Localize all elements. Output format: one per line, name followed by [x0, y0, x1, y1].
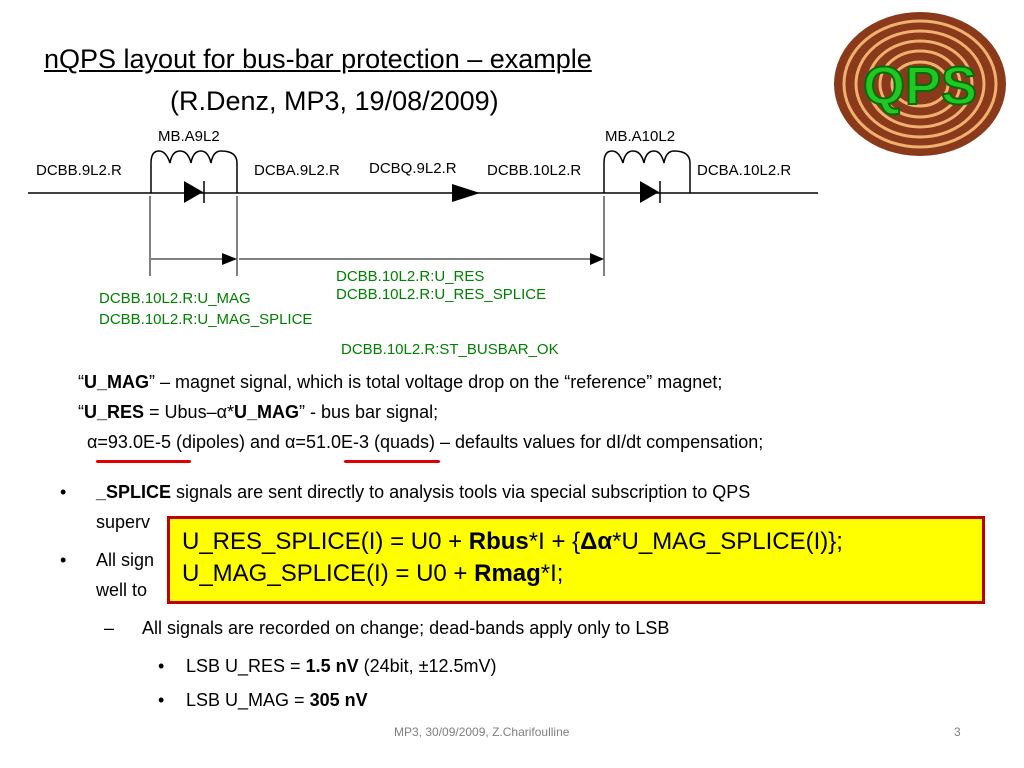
- lsb-u-mag: LSB U_MAG = 305 nV: [186, 690, 368, 710]
- signal-u-mag-splice: DCBB.10L2.R:U_MAG_SPLICE: [99, 311, 312, 328]
- busbar-diagram: MB.A9L2 MB.A10L2 DCBB.9L2.R DCBA.9L2.R D…: [28, 128, 818, 358]
- signal-u-res-splice: DCBB.10L2.R:U_RES_SPLICE: [336, 286, 546, 303]
- bullet-text: well to: [96, 580, 148, 600]
- node-label: DCBQ.9L2.R: [369, 160, 457, 177]
- node-label: DCBB.9L2.R: [36, 162, 122, 179]
- definition-alpha: α=93.0E-5 (dipoles) and α=51.0E-3 (quads…: [87, 432, 764, 452]
- slide-subtitle: (R.Denz, MP3, 19/08/2009): [170, 86, 499, 116]
- magnet-right-label: MB.A10L2: [605, 128, 675, 145]
- formula-u-res-splice: U_RES_SPLICE(I) = U0 + Rbus*I + {Δα*U_MA…: [182, 528, 843, 555]
- diode-left-icon: [184, 181, 203, 203]
- magnet-left-coil: [150, 150, 238, 193]
- qps-logo: QPS: [826, 6, 1014, 158]
- slide-footer: MP3, 30/09/2009, Z.Charifoulline: [394, 725, 570, 739]
- lsb-u-res: LSB U_RES = 1.5 nV (24bit, ±12.5mV): [186, 656, 497, 676]
- diode-right-icon: [640, 181, 659, 203]
- bullet-dot: •: [60, 482, 67, 502]
- magnet-right-coil: [603, 150, 691, 193]
- highlight-underline: [344, 460, 440, 463]
- sub-sub-bullet-dot: •: [158, 690, 165, 710]
- slide-title: nQPS layout for bus-bar protection – exa…: [44, 44, 592, 74]
- sub-bullet-dash: –: [104, 618, 115, 638]
- signal-u-res: DCBB.10L2.R:U_RES: [336, 268, 484, 285]
- node-label: DCBB.10L2.R: [487, 162, 581, 179]
- formula-u-mag-splice: U_MAG_SPLICE(I) = U0 + Rmag*I;: [182, 560, 564, 587]
- logo-text: QPS: [863, 56, 977, 116]
- definition-u-mag: “U_MAG” – magnet signal, which is total …: [78, 372, 723, 392]
- signal-st-busbar-ok: DCBB.10L2.R:ST_BUSBAR_OK: [341, 341, 559, 358]
- sub-bullet-text: All signals are recorded on change; dead…: [142, 618, 670, 638]
- bullet-text: _SPLICE signals are sent directly to ana…: [96, 482, 751, 502]
- bullet-text: All sign: [96, 550, 155, 570]
- highlight-underline: [96, 460, 191, 463]
- node-label: DCBA.9L2.R: [254, 162, 340, 179]
- node-label: DCBA.10L2.R: [697, 162, 791, 179]
- bullet-text: superv: [96, 512, 151, 532]
- arrow-ures-icon: [590, 253, 604, 265]
- magnet-left-label: MB.A9L2: [158, 128, 220, 145]
- formula-box: U_RES_SPLICE(I) = U0 + Rbus*I + {Δα*U_MA…: [167, 516, 985, 604]
- current-arrow-icon: [452, 184, 480, 202]
- sub-sub-bullet-dot: •: [158, 656, 165, 676]
- bullet-dot: •: [60, 550, 67, 570]
- page-number: 3: [954, 725, 961, 739]
- signal-u-mag: DCBB.10L2.R:U_MAG: [99, 290, 251, 307]
- definition-u-res: “U_RES = Ubus–α*U_MAG” - bus bar signal;: [78, 402, 439, 422]
- arrow-umag-icon: [222, 253, 237, 265]
